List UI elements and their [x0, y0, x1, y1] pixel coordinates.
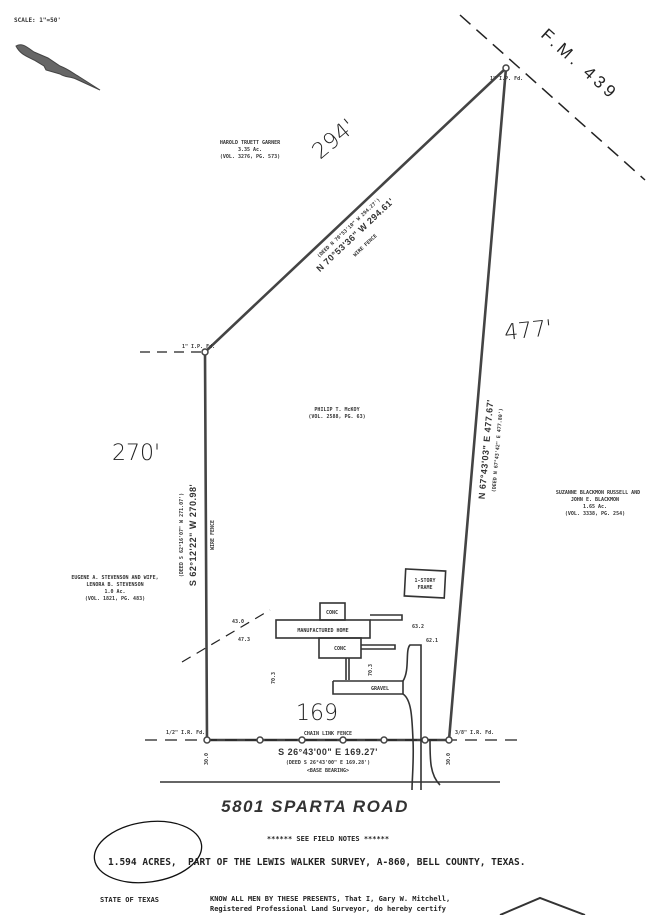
certification-line: KNOW ALL MEN BY THESE PRESENTS, That I, …	[210, 895, 450, 903]
scale-label: SCALE: 1"=50'	[14, 17, 61, 24]
svg-text:PHILIP T. McKOY: PHILIP T. McKOY	[314, 407, 359, 413]
svg-text:JOHN E. BLACKMON: JOHN E. BLACKMON	[571, 497, 619, 503]
dimension: 47.3	[238, 637, 250, 643]
north-line-labels: (DEED N 70°53'10" W 294.27') N 70°53'36"…	[314, 196, 396, 274]
svg-text:(DEED S 62°16'07" W 271.07'): (DEED S 62°16'07" W 271.07')	[179, 493, 185, 577]
conc-label: CONC	[326, 610, 338, 616]
svg-text:HAROLD TRUETT GARNER: HAROLD TRUETT GARNER	[220, 140, 281, 146]
dimension: 70.3	[368, 664, 374, 676]
svg-text:(VOL. 1821, PG. 483): (VOL. 1821, PG. 483)	[85, 596, 145, 602]
handwritten-north: 294'	[308, 115, 361, 165]
neighbor-north: HAROLD TRUETT GARNER 3.35 Ac. (VOL. 3276…	[220, 140, 281, 160]
tie-line	[181, 609, 271, 663]
svg-text:3.35 Ac.: 3.35 Ac.	[238, 147, 262, 153]
frame-label: 1-STORY	[414, 578, 435, 584]
fm-road-line	[459, 14, 646, 181]
surveyor-seal	[499, 896, 586, 915]
dimension: 70.3	[271, 672, 277, 684]
certification-line: Registered Professional Land Surveyor, d…	[210, 905, 447, 913]
west-line-labels: (DEED S 62°16'07" W 271.07') S 62°12'22"…	[179, 484, 216, 586]
svg-text:EUGENE A. STEVENSON AND WIFE,: EUGENE A. STEVENSON AND WIFE,	[71, 575, 158, 581]
corner-label: 1/2" I.R. Fd.	[166, 730, 205, 736]
south-bearing: S 26°43'00" E 169.27'	[278, 747, 378, 757]
north-arrow-icon	[15, 44, 101, 91]
acres: 1.594 ACRES,	[108, 857, 177, 868]
setback: 30.0	[204, 753, 210, 765]
svg-text:N 70°53'36" W 294.61': N 70°53'36" W 294.61'	[314, 196, 396, 274]
east-line-labels: N 67°43'03" E 477.67' (DEED N 67°43'42" …	[477, 399, 505, 500]
svg-text:1.0 Ac.: 1.0 Ac.	[104, 589, 125, 595]
base-bearing: <BASE BEARING>	[307, 768, 349, 774]
svg-text:LENORA B. STEVENSON: LENORA B. STEVENSON	[86, 582, 143, 588]
svg-text:(DEED N 70°53'10" W 294.27'): (DEED N 70°53'10" W 294.27')	[316, 197, 381, 259]
dimension: 63.2	[412, 624, 424, 630]
neighbor-east: SUZANNE BLACKMON RUSSELL AND JOHN E. BLA…	[556, 490, 640, 517]
setback: 30.0	[446, 753, 452, 765]
field-notes: ****** SEE FIELD NOTES ******	[267, 835, 389, 843]
svg-text:(VOL. 2588, PG. 63): (VOL. 2588, PG. 63)	[308, 414, 365, 420]
svg-text:1.65 Ac.: 1.65 Ac.	[583, 504, 607, 510]
corner-label: 1" I.P. Fd.	[490, 76, 523, 82]
corner-label: 3/8" I.R. Fd.	[455, 730, 494, 736]
south-deed: (DEED S 26°43'00" E 169.28')	[286, 760, 370, 766]
subject-owner: PHILIP T. McKOY (VOL. 2588, PG. 63)	[308, 407, 365, 420]
handwritten-east: 477'	[503, 316, 553, 346]
svg-text:S 62°12'22" W 270.98': S 62°12'22" W 270.98'	[188, 484, 198, 586]
frame-label: FRAME	[417, 585, 432, 591]
home-label: MANUFACTURED HOME	[297, 628, 348, 634]
neighbor-west: EUGENE A. STEVENSON AND WIFE, LENORA B. …	[71, 575, 158, 602]
svg-text:(VOL. 3338, PG. 254): (VOL. 3338, PG. 254)	[565, 511, 625, 517]
legal-description: PART OF THE LEWIS WALKER SURVEY, A-860, …	[188, 857, 525, 868]
corner-label: 1" I.P. Fd.	[182, 344, 215, 350]
handwritten-west: 270'	[112, 441, 160, 466]
fence-posts	[201, 64, 510, 744]
dimension: 43.0	[232, 619, 244, 625]
acres-circle	[93, 820, 203, 884]
dimension: 62.1	[426, 638, 438, 644]
conc-label: CONC	[334, 646, 346, 652]
property-boundary	[203, 64, 508, 742]
fm-road-label: F.M. 439	[537, 25, 622, 104]
svg-text:SUZANNE BLACKMON RUSSELL AND: SUZANNE BLACKMON RUSSELL AND	[556, 490, 640, 496]
road-name: 5801 SPARTA ROAD	[221, 797, 409, 816]
svg-text:(VOL. 3276, PG. 573): (VOL. 3276, PG. 573)	[220, 154, 280, 160]
svg-text:WIRE FENCE: WIRE FENCE	[210, 520, 216, 550]
gravel-label: GRAVEL	[371, 686, 389, 692]
state-label: STATE OF TEXAS	[100, 896, 159, 904]
handwritten-south: 169	[296, 701, 338, 726]
south-fence: CHAIN LINK FENCE	[304, 731, 352, 737]
